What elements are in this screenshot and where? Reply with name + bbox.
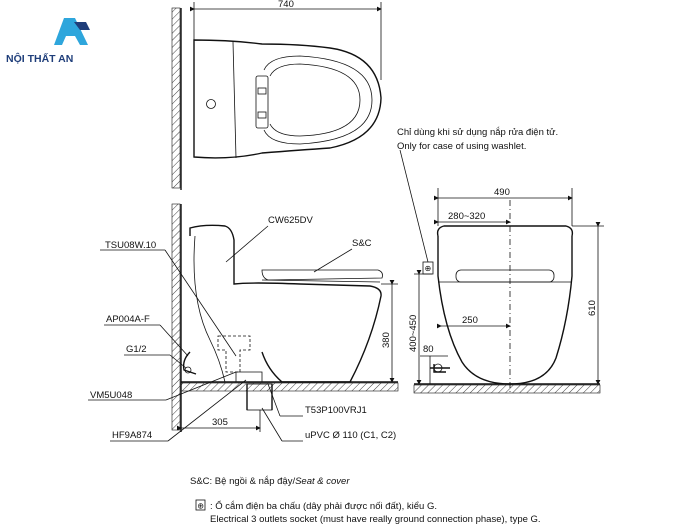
label-g12: G1/2	[126, 344, 147, 355]
note-washlet-en: Only for case of using washlet.	[397, 141, 526, 152]
legend-sc-en: Seat & cover	[295, 476, 350, 487]
note-washlet-vi: Chỉ dùng khi sử dụng nắp rửa điện tử.	[397, 127, 558, 138]
socket-legend-icon	[195, 499, 206, 511]
dim-height-range: 400~450	[408, 315, 419, 352]
brand-logo: NỘI THẤT AN	[6, 18, 90, 65]
logo-text: NỘI THẤT AN	[6, 52, 73, 65]
side-view: 380 305	[171, 203, 399, 432]
dim-drain-offset: 250	[462, 315, 478, 326]
part-labels: CW625DV S&C TSU08W.10 AP004A-F G1/2 VM5U…	[88, 215, 396, 442]
label-t53p100: T53P100VRJ1	[305, 405, 367, 416]
dim-rear-offset: 305	[212, 417, 228, 428]
dim-inlet-height: 80	[423, 344, 434, 355]
label-hf9a874: HF9A874	[112, 430, 152, 441]
legend-socket-en: Electrical 3 outlets socket (must have r…	[210, 514, 541, 525]
dim-total-height: 610	[587, 300, 598, 316]
front-view: ⊕ 490 280~320 250 80 400~450 610	[399, 149, 604, 394]
dim-top-width: 740	[278, 0, 294, 10]
dim-front-width: 490	[494, 187, 510, 198]
label-ap004a: AP004A-F	[106, 314, 150, 325]
label-tsu08w: TSU08W.10	[105, 240, 156, 251]
label-sc: S&C	[352, 238, 372, 249]
svg-text:⊕: ⊕	[197, 502, 204, 511]
logo-mark-icon	[54, 18, 88, 45]
legend-sc-code: S&C: Bệ ngồi & nắp đậy/	[190, 476, 295, 487]
dim-seat-height: 380	[381, 332, 392, 348]
top-view: 740	[171, 0, 382, 190]
legend: S&C: Bệ ngồi & nắp đậy/Seat & cover ⊕ : …	[190, 476, 541, 525]
svg-text:S&C: Bệ ngồi & nắp đậy/Seat &: S&C: Bệ ngồi & nắp đậy/Seat & cover	[190, 476, 350, 487]
legend-socket-vi: : Ổ cắm điện ba chấu (dây phải được nối …	[210, 500, 437, 512]
label-cw625dv: CW625DV	[268, 215, 314, 226]
flush-button-icon	[206, 99, 216, 109]
label-vm5u048: VM5U048	[90, 390, 132, 401]
dim-seat-range: 280~320	[448, 211, 485, 222]
svg-text:⊕: ⊕	[425, 264, 432, 273]
label-upvc: uPVC Ø 110 (C1, C2)	[305, 430, 396, 441]
